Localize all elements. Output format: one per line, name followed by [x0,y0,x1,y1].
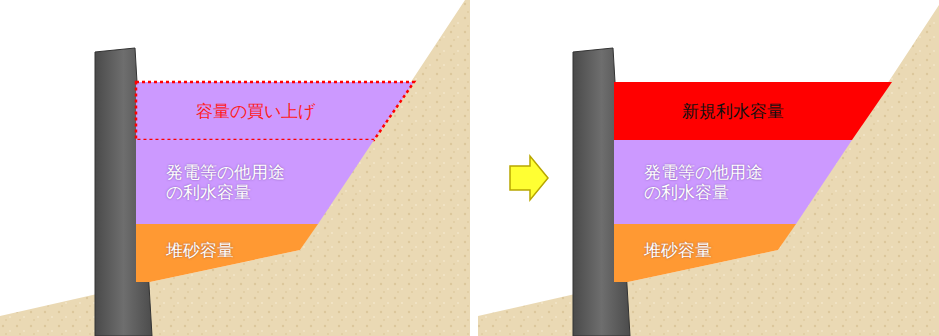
band-label: 容量の買い上げ [196,101,315,121]
band-fill [614,82,892,140]
band-fill [136,224,318,282]
band-label: 発電等の他用途の利水容量 [166,162,290,203]
purchased-capacity-band: 容量の買い上げ [136,82,414,140]
band-label: 新規利水容量 [682,101,784,121]
band-fill [614,224,796,282]
band-label: 発電等の他用途の利水容量 [644,162,768,203]
transition-arrow [510,156,548,200]
other-use-capacity-band: 発電等の他用途の利水容量 [136,140,374,224]
ground [478,5,939,336]
ground [0,0,470,336]
sediment-capacity-band: 堆砂容量 [136,224,318,284]
band-fill [614,140,852,224]
left-panel [0,0,470,336]
new-water-capacity-band: 新規利水容量 [614,82,892,140]
band-label: 堆砂容量 [166,240,234,260]
other-use-capacity-band: 発電等の他用途の利水容量 [614,140,852,224]
right-panel [478,5,939,336]
sediment-capacity-band: 堆砂容量 [614,224,796,284]
band-fill [136,82,414,140]
band-label: 堆砂容量 [644,240,712,260]
band-fill [136,140,374,224]
